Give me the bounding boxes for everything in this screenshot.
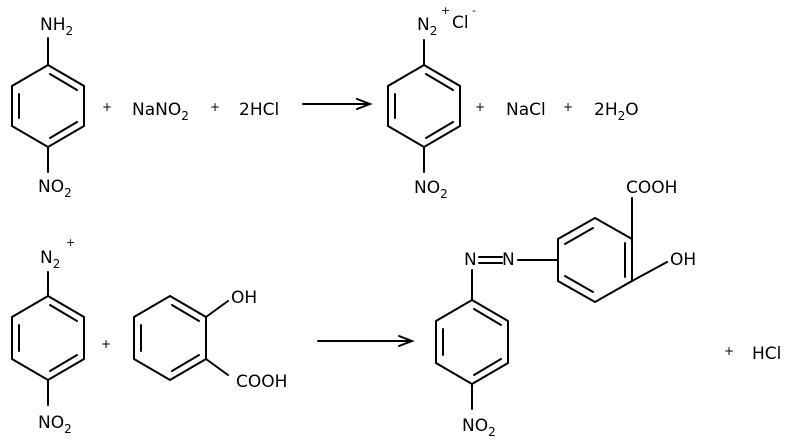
reaction-arrow — [302, 98, 373, 110]
plus-sign: + — [101, 337, 111, 351]
water-label: 2H2O — [594, 100, 639, 123]
nitroaniline-molecule: NH2 NO2 — [11, 15, 85, 200]
benzene-ring — [11, 63, 85, 149]
plus-sign: + — [563, 100, 573, 114]
lower-ring — [435, 298, 509, 386]
benzene-ring — [387, 63, 461, 149]
nacl-label: NaCl — [506, 100, 546, 120]
negative-charge: - — [472, 4, 476, 17]
azo-double-bond — [478, 256, 503, 264]
carboxyl-label: COOH — [236, 372, 287, 392]
ring-double-bonds — [18, 304, 78, 372]
azo-n-left: N — [464, 250, 477, 270]
upper-ring — [557, 216, 633, 304]
hydroxyl-label: OH — [231, 288, 257, 308]
plus-sign: + — [724, 344, 734, 358]
chloride-label: Cl — [452, 13, 469, 33]
diazonium-chloride-molecule: N2 + Cl - NO2 — [387, 4, 476, 201]
n2-label: N2 — [417, 15, 437, 38]
no2-label: NO2 — [414, 178, 448, 201]
benzene-ring — [11, 294, 85, 382]
salicylic-acid-molecule: OH COOH — [133, 288, 287, 392]
positive-charge: + — [441, 4, 450, 17]
ring-double-bonds — [394, 73, 454, 139]
azo-dye-molecule: COOH OH N N NO2 — [435, 178, 696, 439]
no2-label: NO2 — [38, 177, 72, 200]
reaction-arrow — [317, 335, 415, 347]
upper-substituent-bonds — [631, 197, 668, 282]
positive-charge: + — [66, 236, 75, 249]
diazonium-molecule: N2 + NO2 — [11, 236, 85, 436]
plus-sign: + — [102, 100, 112, 114]
lower-ring-double-bonds — [442, 308, 502, 376]
hcl-label: HCl — [752, 344, 781, 364]
nano2-label: NaNO2 — [132, 100, 189, 123]
azo-n-right: N — [502, 250, 515, 270]
2hcl-label: 2HCl — [239, 100, 279, 120]
ring-double-bonds — [18, 73, 78, 139]
ring-double-bonds — [140, 304, 200, 372]
upper-ring-double-bonds — [564, 227, 626, 293]
no2-label: NO2 — [462, 416, 496, 439]
no2-label: NO2 — [38, 413, 72, 436]
nh2-label: NH2 — [40, 15, 73, 38]
benzene-ring — [133, 294, 207, 382]
carboxyl-label: COOH — [626, 178, 677, 198]
plus-sign: + — [210, 100, 220, 114]
substituent-bonds — [205, 300, 229, 376]
hydroxyl-label: OH — [670, 250, 696, 270]
n2-label: N2 — [40, 248, 60, 271]
plus-sign: + — [475, 100, 485, 114]
